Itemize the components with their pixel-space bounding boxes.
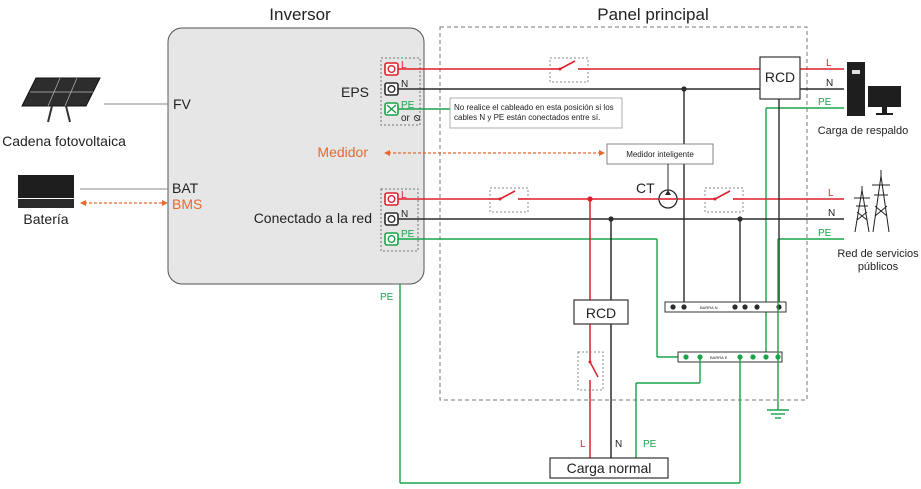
backup-load-icon: [847, 62, 901, 116]
grid-pe-terminal: [384, 232, 399, 246]
n-busbar-terminal: [732, 304, 738, 310]
meter-label: Medidor: [317, 144, 368, 160]
utility-grid-label-line1: Red de servicios: [837, 248, 919, 260]
bms-arrow-right: [162, 200, 168, 206]
normal-load-breaker-switch: [589, 361, 599, 378]
n-busbar-label: BARRA N: [700, 305, 718, 310]
wiring-note: No realice el cableado en esta posición …: [454, 103, 616, 122]
utility-breaker-switch: [714, 190, 731, 200]
backup-load-label: Carga de respaldo: [818, 125, 909, 137]
eps-l-tag: L: [401, 60, 407, 71]
normal-load-rcd-label: RCD: [586, 305, 616, 321]
backup-pe-tag: PE: [818, 97, 832, 108]
inverter-pe-tag: PE: [380, 292, 394, 303]
ct-label: CT: [636, 180, 655, 196]
eps-rcd: [759, 56, 801, 100]
grid-terminal-block: [380, 188, 419, 252]
transmission-tower-icon: [854, 170, 890, 233]
pv-port-label: FV: [173, 96, 192, 112]
smart-meter-label: Medidor inteligente: [626, 150, 694, 159]
grid-n-terminal: [384, 212, 399, 226]
grid-n-tag: N: [401, 209, 408, 220]
pv-string-label: Cadena fotovoltaica: [2, 133, 126, 149]
eps-terminal-block: [380, 57, 421, 126]
inverter-body: [167, 27, 425, 285]
earth-symbol-icon: [413, 114, 421, 122]
n-busbar-terminal: [742, 304, 748, 310]
eps-n-tag: N: [401, 79, 408, 90]
bms-port-label: BMS: [172, 196, 202, 212]
e-busbar-label: BARRA E: [710, 355, 728, 360]
n-busbar-terminal: [681, 304, 687, 310]
wiring-note-line2: cables N y PE están conectados entre sí.: [454, 113, 600, 122]
grid-l-tag: L: [401, 190, 407, 201]
eps-n-terminal: [384, 82, 399, 96]
backup-n-tag: N: [826, 78, 833, 89]
e-busbar: [677, 351, 783, 363]
main-panel-frame: [439, 26, 808, 401]
utility-grid-label-line2: públicos: [858, 261, 899, 273]
e-busbar-terminal: [763, 354, 769, 360]
wiring-note-box: [449, 97, 623, 129]
eps-rcd-label: RCD: [765, 69, 795, 85]
n-busbar: [664, 301, 787, 313]
inverter-title: Inversor: [269, 5, 331, 24]
n-busbar-terminal: [754, 304, 760, 310]
ground-symbol-icon: [767, 409, 789, 419]
battery-icon: [18, 175, 74, 208]
backup-l-tag: L: [826, 58, 832, 69]
bms-arrow-left: [80, 200, 86, 206]
eps-pe-tag: PE: [401, 100, 415, 111]
utility-l-tag: L: [828, 188, 834, 199]
e-busbar-terminal: [750, 354, 756, 360]
battery-label: Batería: [23, 211, 68, 227]
solar-panel-icon: [21, 77, 101, 123]
normal-load-rcd: [573, 299, 629, 325]
normal-load-l-tag: L: [580, 439, 586, 450]
wiring-note-line1: No realice el cableado en esta posición …: [454, 103, 614, 112]
n-busbar-terminal: [670, 304, 676, 310]
e-busbar-terminal: [683, 354, 689, 360]
grid-connected-label: Conectado a la red: [254, 210, 372, 226]
n-busbar-terminal: [776, 304, 782, 310]
grid-breaker-switch: [499, 190, 516, 200]
normal-load-n-tag: N: [615, 439, 622, 450]
normal-load-label: Carga normal: [567, 460, 652, 476]
utility-pe-tag: PE: [818, 228, 832, 239]
bat-port-label: BAT: [172, 180, 199, 196]
eps-label: EPS: [341, 84, 369, 100]
normal-load-box: [549, 457, 669, 479]
normal-load-pe-tag: PE: [643, 439, 657, 450]
utility-n-tag: N: [828, 208, 835, 219]
grid-pe-tag: PE: [401, 229, 415, 240]
eps-l-terminal: [384, 62, 399, 76]
grid-l-terminal: [384, 192, 399, 206]
panel-title: Panel principal: [597, 5, 709, 24]
eps-breaker-switch: [559, 60, 576, 70]
or-label: or: [401, 113, 411, 124]
smart-meter-box: [606, 143, 714, 165]
